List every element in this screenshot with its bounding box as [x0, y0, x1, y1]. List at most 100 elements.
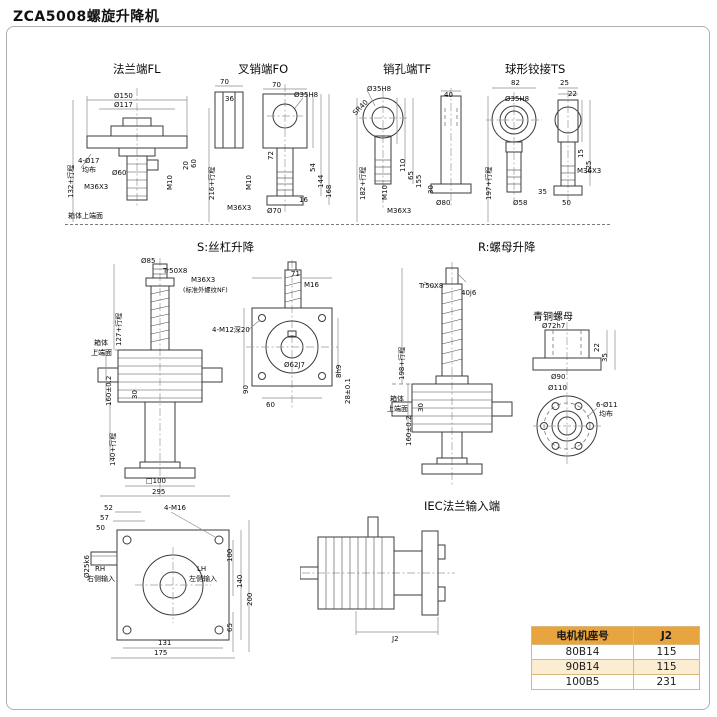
- table-header-j2: J2: [633, 626, 700, 645]
- dim-label: 20: [182, 161, 190, 170]
- dim-label: 100: [226, 548, 234, 562]
- dim-label: 71: [291, 270, 300, 278]
- dim-label: 右侧输入: [87, 575, 115, 583]
- dim-label: M10: [166, 175, 174, 190]
- dim-label: 50: [96, 524, 105, 532]
- dim-label: 110: [399, 158, 407, 172]
- table-row: 100B5 231: [531, 674, 700, 690]
- dim-label: 140+行程: [109, 432, 117, 466]
- dim-label: 175: [154, 649, 168, 657]
- dim-label: 72: [267, 151, 275, 160]
- dim-label: □100: [146, 477, 166, 485]
- dim-label: Ø70: [267, 207, 282, 215]
- dim-label: 28±0.1: [344, 378, 352, 404]
- dim-label: Tr50X8: [419, 282, 444, 290]
- motor-frame-table: 电机机座号 J2 80B14 115 90B14 115 100B5 231: [531, 626, 700, 690]
- page-title: ZCA5008螺旋升降机: [13, 9, 160, 25]
- table-row: 80B14 115: [531, 644, 700, 660]
- table-header-row: 电机机座号 J2: [531, 626, 700, 645]
- table-row: 90B14 115: [531, 659, 700, 675]
- view-label-ball-joint-end: 球形铰接TS: [505, 62, 566, 76]
- dim-label: M36X3: [191, 276, 216, 284]
- dim-label: 132+行程: [67, 164, 75, 198]
- view-label-flange-end: 法兰端FL: [113, 62, 161, 76]
- dim-label: M16: [304, 281, 319, 289]
- bronze-nut-drawing: [532, 322, 616, 464]
- dim-label: 57: [100, 514, 109, 522]
- dim-label: 155: [415, 174, 423, 188]
- dim-label: 198+行程: [398, 346, 406, 380]
- dim-label: 箱体: [94, 339, 108, 347]
- dim-label: RH: [95, 565, 106, 573]
- plan-view-drawing: [90, 511, 250, 659]
- screw-lift-front-drawing: [243, 260, 339, 408]
- dim-label: 127+行程: [115, 312, 123, 346]
- dim-label: 52: [104, 504, 113, 512]
- dim-label: 131: [158, 639, 172, 647]
- dim-label: 8h9: [335, 364, 343, 378]
- nut-lift-drawing: [391, 262, 513, 486]
- flange-end-drawing: [72, 88, 188, 222]
- dim-label: 左侧输入: [189, 575, 217, 583]
- dim-label: 箱体: [390, 395, 404, 403]
- dim-label: 54: [309, 163, 317, 172]
- dim-label: Ø72h7: [542, 322, 566, 330]
- table-cell-model: 100B5: [531, 674, 634, 690]
- view-label-pinhole-end: 销孔端TF: [383, 62, 432, 76]
- table-cell-j2: 115: [633, 659, 700, 675]
- sheet-border: [6, 26, 710, 710]
- dim-label: 30: [417, 403, 425, 412]
- dim-label: 50: [562, 199, 571, 207]
- dim-label: 4-M12深20: [212, 326, 250, 334]
- screw-lift-side-drawing: [94, 258, 230, 498]
- section-label-nut-lift: R:螺母升降: [478, 240, 536, 254]
- dim-label: Ø90: [551, 373, 566, 381]
- box-top-face-line: [65, 224, 610, 225]
- dim-label: 182+行程: [359, 166, 367, 200]
- dim-label: M10: [245, 175, 253, 190]
- dim-label: Ø80: [436, 199, 451, 207]
- dim-label: 70: [220, 78, 229, 86]
- table-cell-j2: 115: [633, 644, 700, 660]
- dim-label: 60: [266, 401, 275, 409]
- table-header-motor-frame: 电机机座号: [531, 626, 634, 645]
- dim-label: Ø62J7: [284, 361, 305, 369]
- dim-label: 40: [444, 91, 453, 99]
- bronze-nut-label: 青铜螺母: [533, 312, 573, 323]
- dim-label: 160±0.2: [105, 375, 113, 406]
- dim-label: 60: [190, 159, 198, 168]
- dim-label: 22: [568, 90, 577, 98]
- dim-label: Ø150: [114, 92, 133, 100]
- view-label-clevis-end: 叉销端FO: [238, 62, 289, 76]
- dim-label: 上端面: [387, 405, 408, 413]
- dim-label: 均布: [82, 166, 96, 174]
- ball-joint-end-drawing: [486, 87, 591, 222]
- iec-input-drawing: [300, 516, 455, 635]
- dim-label: 36: [225, 95, 234, 103]
- dim-label: 90: [242, 385, 250, 394]
- dim-label: 140: [236, 574, 244, 588]
- dim-label: 168: [325, 184, 333, 198]
- dim-label: M36X3: [227, 204, 252, 212]
- dim-label: 216+行程: [208, 166, 216, 200]
- dim-label: 35: [601, 353, 609, 362]
- dim-label: 4-M16: [164, 504, 186, 512]
- table-cell-model: 80B14: [531, 644, 634, 660]
- dim-label: 82: [511, 79, 520, 87]
- dim-label: Ø35H8: [367, 85, 392, 93]
- dim-label: 均布: [599, 410, 613, 418]
- dim-label: 30: [131, 390, 139, 399]
- dim-label: 35: [538, 188, 547, 196]
- dim-label: Ø35H8: [505, 95, 530, 103]
- dim-label: 295: [152, 488, 166, 496]
- table-cell-model: 90B14: [531, 659, 634, 675]
- dim-label: Ø58: [513, 199, 528, 207]
- dim-label: 30: [427, 185, 435, 194]
- dim-label: J2: [392, 635, 399, 643]
- dim-label: LH: [197, 565, 207, 573]
- dim-label: 197+行程: [485, 166, 493, 200]
- dim-label: 70: [272, 81, 281, 89]
- dim-label: 22: [593, 343, 601, 352]
- dim-label: 6-Ø11: [596, 401, 618, 409]
